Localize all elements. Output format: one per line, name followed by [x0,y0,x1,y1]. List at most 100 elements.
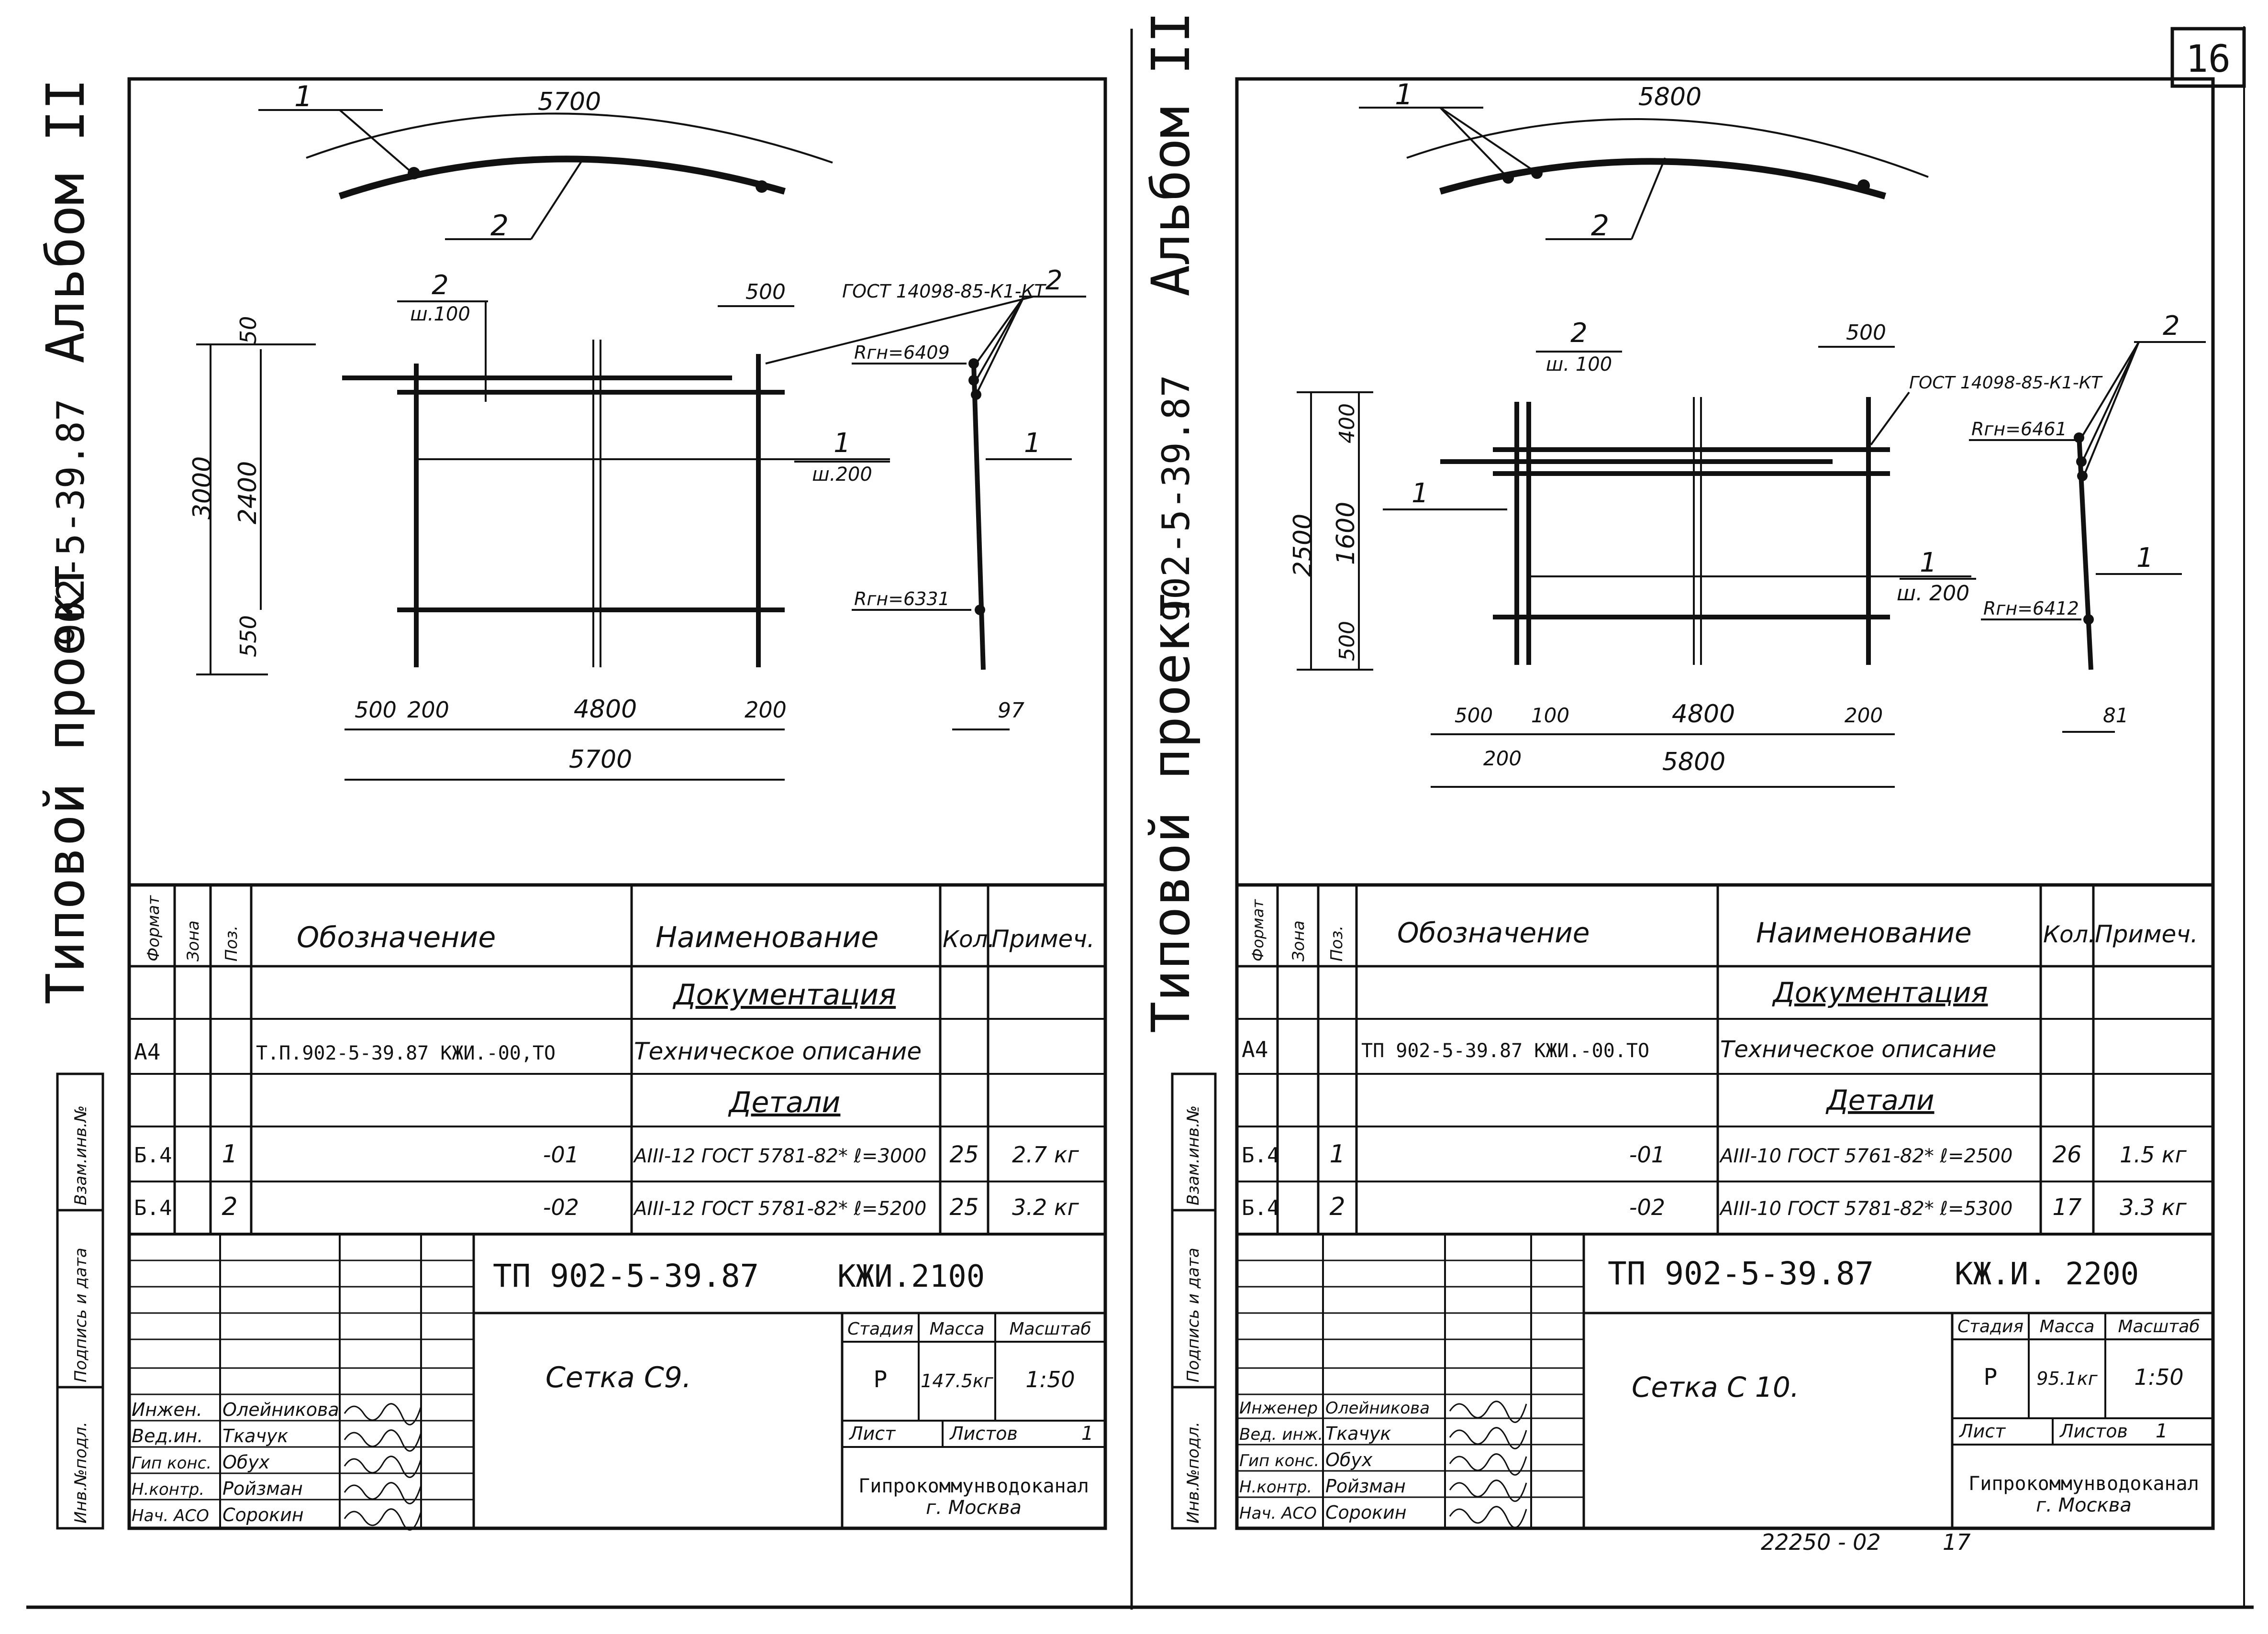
tb-staff-name: Ткачук [222,1425,288,1446]
vertical-title-project: Типовой проект [35,561,96,1005]
tb-staff-name: Сорокин [222,1504,304,1525]
vertical-title-code: 902-5-39.87 [50,398,93,646]
tb-sheets-count: 1 [1081,1423,1093,1445]
section-label-2: 2 [2163,310,2180,342]
side-stamp: Взам.инв.№ Подпись и дата Инв.№подл. [1171,1072,1217,1530]
tb-staff-name: Ройзман [1325,1476,1406,1497]
tb-h-stage: Стадия [1957,1317,2023,1336]
mesh-plan: 2500 1600 400 500 1 2 ш. 100 500 ГОСТ 14… [1289,318,2103,788]
spec-row-note: 3.3 кг [2120,1194,2187,1220]
spec-row: Б.4 1 -01 AIII-12 ГОСТ 5781-82* ℓ=3000 2… [134,1140,1079,1169]
tb-h-scale: Масштаб [1009,1319,1091,1339]
spec-row-name: AIII-12 ГОСТ 5781-82* ℓ=5200 [633,1198,926,1220]
spec-row-pos: 2 [222,1192,237,1221]
spec-row-format: Б.4 [134,1143,172,1168]
tb-staff-name: Сорокин [1325,1502,1407,1523]
spec-header-designation: Обозначение [297,921,496,954]
vertical-title: Типовой проект 902-5-39.87 Альбом II [35,78,96,1005]
spec-header-name: Наименование [1756,916,1972,949]
tb-sheets-label: Листов [949,1423,1018,1444]
spec-row-qty: 17 [2052,1194,2082,1221]
arc-sketch: 1 2 5800 [1359,78,1929,243]
tb-staff-role: Вед.ин. [132,1425,203,1446]
signatures [344,1403,422,1531]
spec-row-name: AIII-12 ГОСТ 5781-82* ℓ=3000 [633,1145,926,1167]
spec-row-note: 3.2 кг [1012,1194,1079,1220]
bottom-dim-100: 100 [1531,704,1569,727]
left-overall-dim: 3000 [188,456,217,519]
tb-stage: Р [874,1366,888,1393]
spec-doc-name: Техническое описание [634,1038,922,1065]
plan-dim-500-top: 500 [1846,320,1886,345]
section-rgn-top: Rгн=6461 [1971,419,2067,440]
tb-h-scale: Масштаб [2118,1317,2200,1336]
spec-header-name: Наименование [656,921,878,954]
spec-row-name: AIII-10 ГОСТ 5761-82* ℓ=2500 [1719,1145,2012,1167]
left-top-dim: 400 [1335,403,1359,443]
tb-staff-role: Инженер [1239,1399,1318,1418]
spec-row-pos: 1 [222,1140,237,1169]
tb-mass: 147.5кг [921,1370,994,1391]
section-dim: 81 [2103,704,2128,727]
arc-label-2: 2 [490,209,509,243]
left-top-dim: 50 [235,316,261,344]
plan-label-left-num: 1 [1412,478,1429,509]
spec-doc-name: Техническое описание [1720,1036,1996,1063]
spec-row-format: Б.4 [1242,1196,1279,1220]
spec-header-qty: Кол. [943,926,995,953]
spec-table: Формат Зона Поз. Обозначение Наименовани… [1237,885,2213,1236]
page-number-box: 16 [2170,27,2246,88]
plan-dim-500-top: 500 [745,280,786,304]
section-rgn-bot: Rгн=6412 [1983,598,2079,619]
plan-label-top-num: 2 [1570,318,1588,349]
left-bottom-dim: 500 [1335,621,1359,661]
arc-label-1: 1 [1395,78,1413,111]
spec-row: Б.4 2 -02 AIII-12 ГОСТ 5781-82* ℓ=5200 2… [134,1192,1079,1221]
spec-section-parts: Детали [1825,1084,1934,1116]
spec-row-designation: -01 [543,1142,579,1168]
spec-row: Б.4 1 -01 AIII-10 ГОСТ 5761-82* ℓ=2500 2… [1242,1140,2187,1169]
plan-label-right-step: ш.200 [812,464,872,486]
tb-sheets-label: Листов [2059,1421,2128,1442]
spec-header-pos: Поз. [1327,926,1346,961]
spec-header-zone: Зона [184,920,203,961]
section-dim: 97 [998,698,1024,723]
sheet-right: Типовой проект 902-5-39.87 Альбом II 1 2… [1140,11,2215,1530]
spec-row-designation: -02 [1629,1194,1665,1220]
mesh-section: 2 Rгн=6461 1 Rгн=6412 81 [1969,310,2206,733]
tb-staff: Инжен. Олейникова Вед.ин. Ткачук Гип кон… [132,1399,339,1525]
tb-staff-role: Нач. АСО [1239,1504,1317,1523]
tb-staff-role: Н.контр. [1239,1478,1312,1497]
page-number: 16 [2186,38,2231,81]
footer-num: 17 [1943,1529,1971,1555]
plan-label-top-step: ш. 100 [1546,353,1612,375]
tb-doc-code: ТП 902-5-39.87 [493,1258,759,1294]
spec-doc-format: А4 [1242,1037,1268,1062]
side-stamp-1: Взам.инв.№ [71,1105,90,1205]
tb-title: Сетка С 10. [1632,1371,1799,1403]
spec-row-note: 2.7 кг [1012,1142,1079,1168]
spec-row-qty: 25 [949,1194,978,1221]
spec-row: Б.4 2 -02 AIII-10 ГОСТ 5781-82* ℓ=5300 1… [1242,1192,2187,1221]
tb-staff-name: Ткачук [1325,1423,1391,1444]
gost-label: ГОСТ 14098-85-К1-КТ [1909,373,2103,393]
spec-row-note: 1.5 кг [2120,1142,2187,1168]
tb-org: Гипрокоммунводоканал [1968,1473,2199,1495]
vertical-title-code: 902-5-39.87 [1155,375,1198,622]
title-block: ТП 902-5-39.87 КЖИ.2100 Сетка С9. Стадия… [129,1234,1105,1531]
section-rgn-top: Rгн=6409 [854,342,950,363]
tb-sheet-label: Лист [1958,1421,2006,1442]
tb-h-mass: Масса [2040,1317,2095,1336]
bottom-dim-total: 5800 [1662,748,1725,776]
bottom-dim-4800: 4800 [574,695,637,724]
arc-length: 5800 [1638,83,1701,111]
tb-staff-role: Нач. АСО [132,1506,209,1525]
spec-section-parts: Детали [728,1086,841,1119]
vertical-title: Типовой проект 902-5-39.87 Альбом II [1140,11,1201,1033]
tb-staff: Инженер Олейникова Вед. инж. Ткачук Гип … [1239,1399,1430,1523]
footer-code: 22250 - 02 [1761,1529,1881,1555]
tb-staff-name: Ройзман [222,1478,303,1499]
section-label-1: 1 [1024,428,1041,459]
spec-header-note: Примеч. [991,925,1095,953]
